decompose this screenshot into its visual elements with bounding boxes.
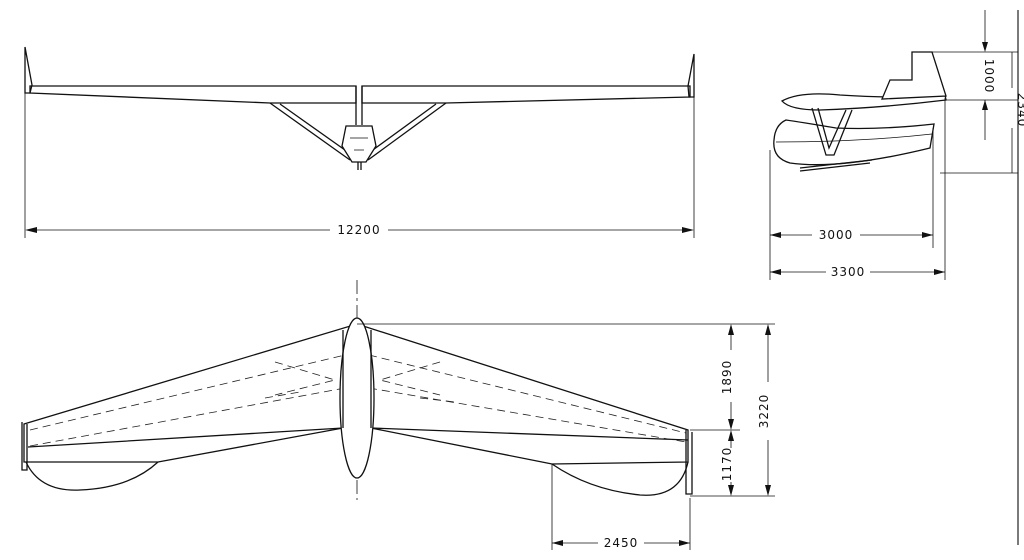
plan-view: 1890 1170 3220 2450 [21, 280, 775, 550]
wing-plan [23, 323, 689, 465]
left-aileron [25, 461, 159, 491]
tip-chord-label: 1170 [720, 447, 734, 482]
pylon [355, 86, 363, 125]
nacelle-plan [339, 317, 375, 479]
side-view: 3000 3300 1000 2340 [769, 10, 1024, 280]
right-aileron [551, 461, 689, 496]
front-view: 12200 [24, 46, 695, 238]
fuselage [773, 119, 935, 166]
right-strut [365, 102, 447, 161]
left-strut [269, 102, 353, 161]
left-wing-front [29, 85, 357, 104]
spar-line [29, 354, 687, 434]
nacelle-front [341, 125, 377, 163]
left-winglet [24, 46, 33, 94]
left-tip-fin [21, 422, 28, 471]
overall-length-label: 3300 [831, 265, 866, 279]
tail-fin [881, 51, 947, 100]
right-winglet [687, 53, 695, 98]
root-chord-label: 3220 [757, 394, 771, 429]
landing-skid [799, 159, 873, 172]
span-label: 12200 [337, 223, 380, 237]
v-strut [811, 107, 853, 156]
inner-length-label: 3000 [819, 228, 854, 242]
right-tip-fin [685, 430, 693, 495]
fin-height-label: 1000 [982, 59, 996, 94]
tip-offset-label: 2450 [604, 536, 639, 550]
right-wing-front [361, 85, 691, 104]
sweep-offset-label: 1890 [720, 360, 734, 395]
skid [357, 162, 362, 170]
internal-bracing [274, 361, 441, 396]
overall-height-label: 2340 [1015, 93, 1024, 128]
